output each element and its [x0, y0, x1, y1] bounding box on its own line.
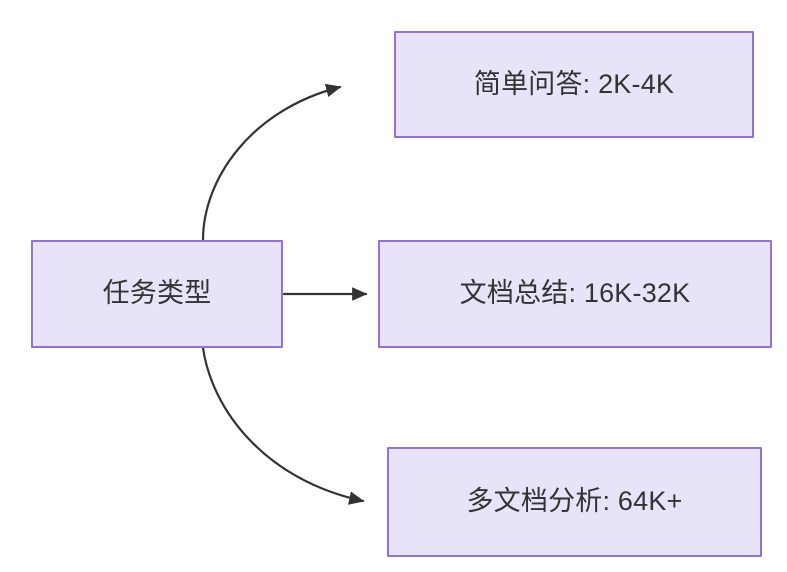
- edge-to-simple-qa: [201, 83, 342, 242]
- node-simple-qa[interactable]: 简单问答: 2K-4K: [394, 31, 754, 138]
- node-multidoc-analysis-label: 多文档分析: 64K+: [466, 486, 683, 517]
- node-doc-summary[interactable]: 文档总结: 16K-32K: [378, 240, 772, 348]
- node-multidoc-analysis[interactable]: 多文档分析: 64K+: [387, 447, 762, 557]
- edge-to-multidoc: [201, 346, 365, 505]
- node-simple-qa-label: 简单问答: 2K-4K: [473, 68, 675, 99]
- node-task-type-label: 任务类型: [102, 278, 212, 309]
- node-task-type[interactable]: 任务类型: [31, 240, 283, 348]
- node-doc-summary-label: 文档总结: 16K-32K: [459, 278, 691, 309]
